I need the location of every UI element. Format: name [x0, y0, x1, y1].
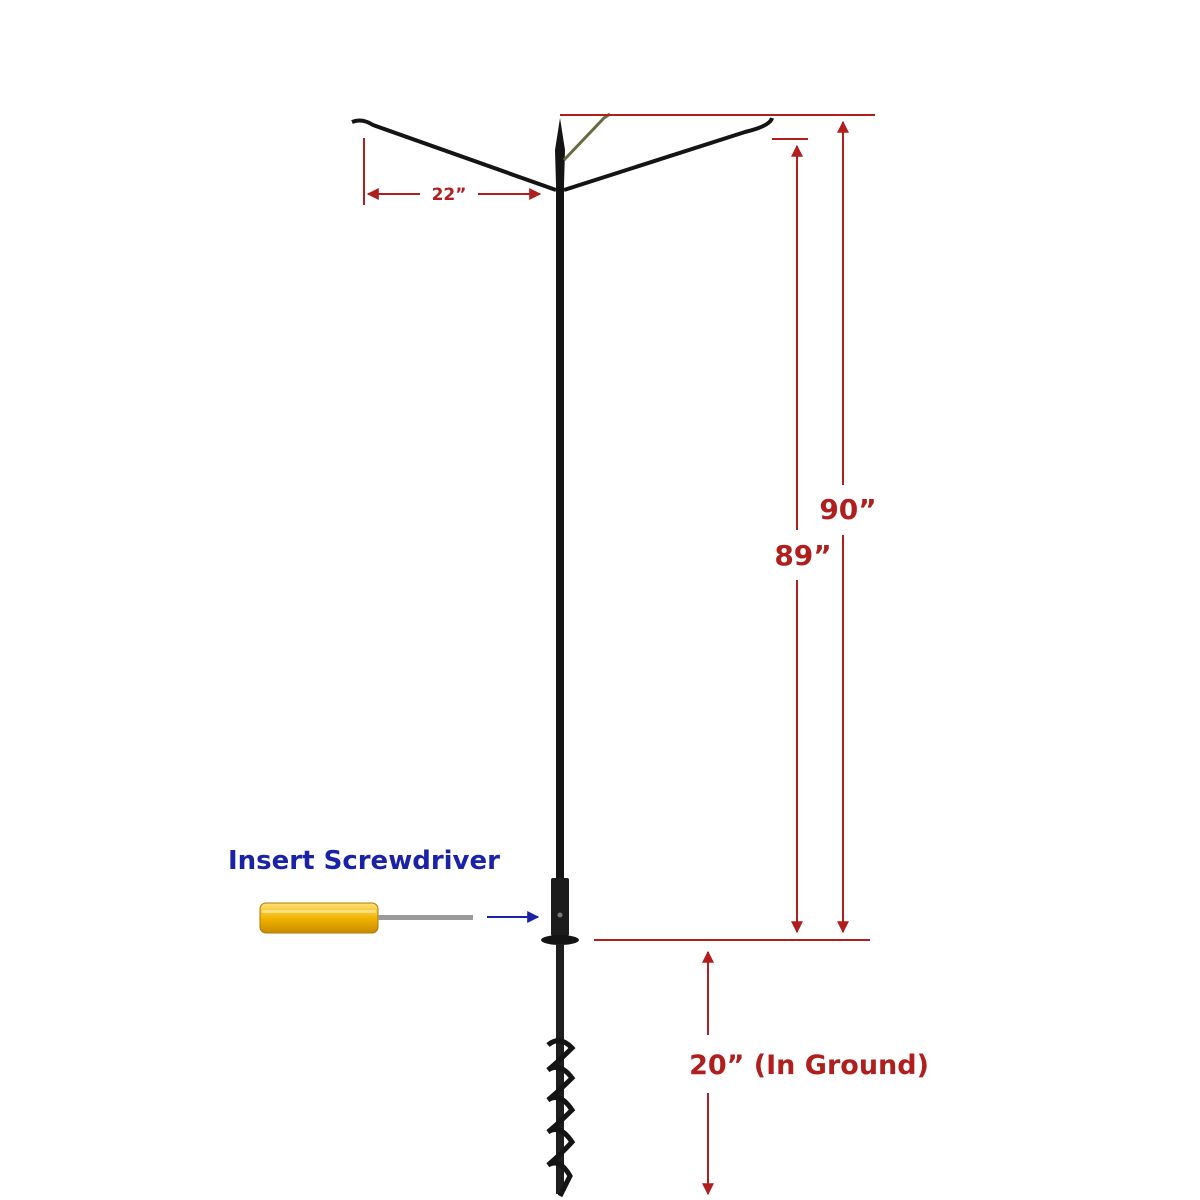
dimension-lines: [363, 114, 875, 1196]
in-ground-label: 20” (In Ground): [689, 1050, 929, 1081]
left-arm: [351, 118, 557, 192]
sleeve-hole: [557, 912, 563, 918]
pole-finial: [555, 118, 565, 185]
screwdriver: [259, 902, 473, 934]
pole-sleeve: [551, 878, 569, 936]
screwdriver-callout-label: Insert Screwdriver: [228, 846, 500, 876]
screwdriver-shaft: [378, 915, 473, 920]
screwdriver-grip-line: [262, 910, 376, 913]
total-height-label: 90”: [819, 493, 876, 526]
pole: [351, 112, 774, 1198]
hook-height-label: 89”: [774, 539, 831, 572]
auger-spiral: [546, 1038, 576, 1198]
right-arm: [563, 117, 774, 192]
back-arm: [562, 112, 611, 162]
arm-length-label: 22”: [432, 185, 467, 205]
pole-shaft: [556, 185, 564, 880]
screwdriver-handle: [259, 902, 379, 934]
foot-plate: [541, 935, 579, 945]
